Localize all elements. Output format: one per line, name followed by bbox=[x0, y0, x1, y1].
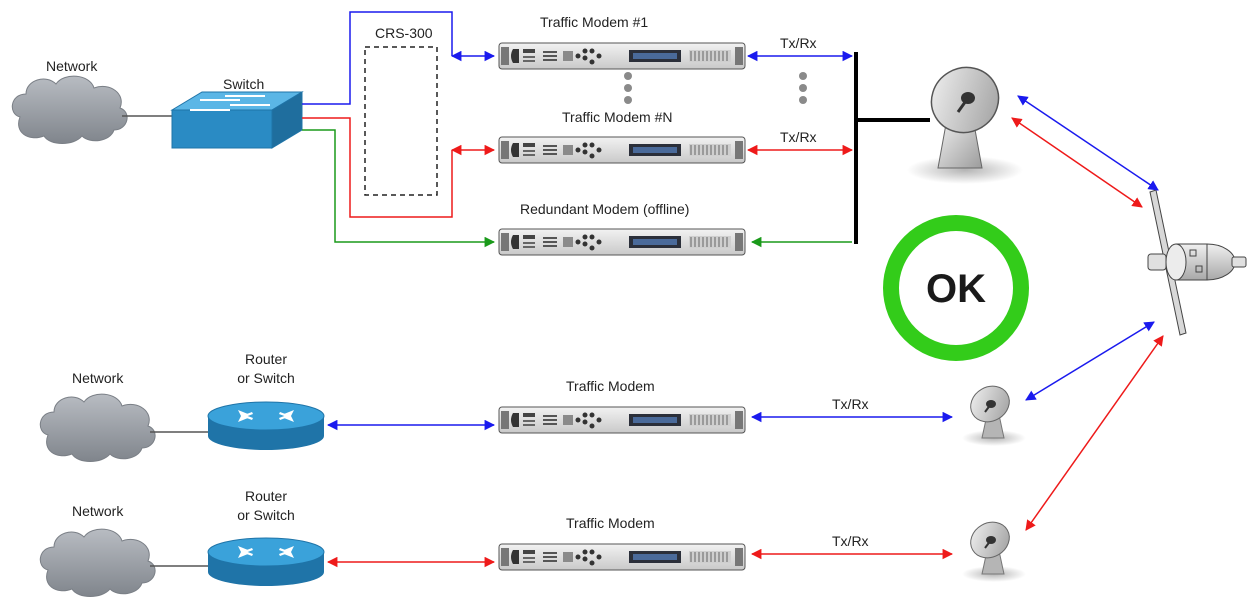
crs-300-box bbox=[365, 47, 437, 195]
modem-icon bbox=[499, 137, 745, 163]
txrx-label: Tx/Rx bbox=[832, 396, 869, 412]
top-section: Network Switch CRS-300 Traffic Modem #1 bbox=[12, 12, 1023, 255]
status-ok-indicator: OK bbox=[891, 223, 1021, 353]
modem-label: Traffic Modem bbox=[566, 378, 655, 394]
modem1-label: Traffic Modem #1 bbox=[540, 14, 648, 30]
crs-300-label: CRS-300 bbox=[375, 25, 433, 41]
router-label: Router bbox=[245, 351, 287, 367]
modemN-label: Traffic Modem #N bbox=[562, 109, 672, 125]
dish-icon bbox=[962, 515, 1026, 582]
router-label: Router bbox=[245, 488, 287, 504]
cloud-icon bbox=[40, 394, 155, 461]
switch-label: Switch bbox=[223, 76, 264, 92]
router-label: or Switch bbox=[237, 370, 295, 386]
ok-label: OK bbox=[926, 267, 986, 311]
modem-label: Traffic Modem bbox=[566, 515, 655, 531]
dish-icon bbox=[962, 379, 1026, 446]
cloud-icon bbox=[40, 529, 155, 596]
modem-icon bbox=[499, 229, 745, 255]
satellite-icon bbox=[1148, 190, 1246, 335]
router-label: or Switch bbox=[237, 507, 295, 523]
network-label: Network bbox=[46, 58, 98, 74]
bottom-section-2: Network Router or Switch Traffic Modem T… bbox=[40, 336, 1163, 597]
modem-icon bbox=[499, 407, 745, 433]
modem-icon bbox=[499, 544, 745, 570]
ellipsis-dots bbox=[624, 72, 807, 104]
switch-icon bbox=[172, 92, 302, 148]
cloud-icon bbox=[12, 76, 127, 143]
txrx-label: Tx/Rx bbox=[832, 533, 869, 549]
txrx-label: Tx/Rx bbox=[780, 129, 817, 145]
router-icon bbox=[208, 538, 324, 586]
txrx-label: Tx/Rx bbox=[780, 35, 817, 51]
network-label: Network bbox=[72, 503, 124, 519]
router-icon bbox=[208, 402, 324, 450]
modem-icon bbox=[499, 43, 745, 69]
redundant-modem-label: Redundant Modem (offline) bbox=[520, 201, 689, 217]
network-label: Network bbox=[72, 370, 124, 386]
